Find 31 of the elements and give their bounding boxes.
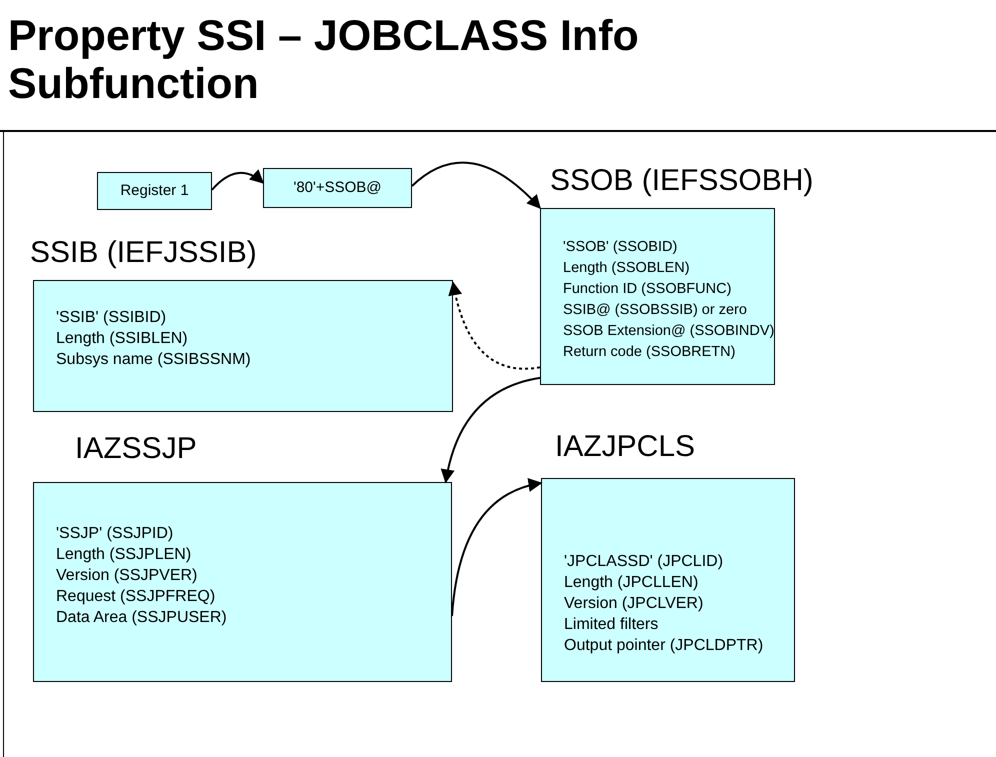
arrow [451, 478, 542, 616]
field-text: Version (SSJPVER) [56, 566, 198, 586]
field-text: 'JPCLASSD' (JPCLID) [564, 552, 724, 572]
arrow [448, 281, 540, 370]
field-text: SSOB Extension@ (SSOBINDV) [563, 322, 774, 341]
field-text: Length (SSJPLEN) [56, 545, 192, 565]
structure-heading: IAZSSJP [75, 434, 197, 464]
arrow [441, 376, 540, 484]
field-text: Version (JPCLVER) [564, 594, 704, 614]
field-text: Subsys name (SSIBSSNM) [56, 350, 252, 370]
structure-heading: IAZJPCLS [555, 432, 696, 462]
field-text: 'SSOB' (SSOBID) [563, 238, 678, 257]
structure-heading: SSOB (IEFSSOBH) [550, 166, 814, 196]
field-text: Request (SSJPFREQ) [56, 587, 216, 607]
field-text: 'SSIB' (SSIBID) [56, 308, 168, 328]
field-text: Return code (SSOBRETN) [563, 343, 736, 362]
field-text: Length (SSOBLEN) [563, 259, 691, 278]
register-box: Register 1 [97, 172, 212, 210]
field-text: Length (JPCLLEN) [564, 573, 700, 593]
arrow [211, 169, 264, 191]
field-text: 'SSJP' (SSJPID) [56, 524, 174, 544]
slide-title: Property SSI – JOBCLASS Info Subfunction [8, 12, 640, 108]
field-text: Length (SSIBLEN) [56, 329, 189, 349]
arrow [411, 162, 541, 209]
field-text: Function ID (SSOBFUNC) [563, 280, 732, 299]
field-text: Output pointer (JPCLDPTR) [564, 636, 764, 656]
field-text: Limited filters [564, 615, 660, 635]
field-text: SSIB@ (SSOBSSIB) or zero [563, 301, 748, 320]
register-box: '80'+SSOB@ [263, 168, 412, 208]
field-text: Data Area (SSJPUSER) [56, 608, 228, 628]
structure-heading: SSIB (IEFJSSIB) [30, 238, 257, 268]
